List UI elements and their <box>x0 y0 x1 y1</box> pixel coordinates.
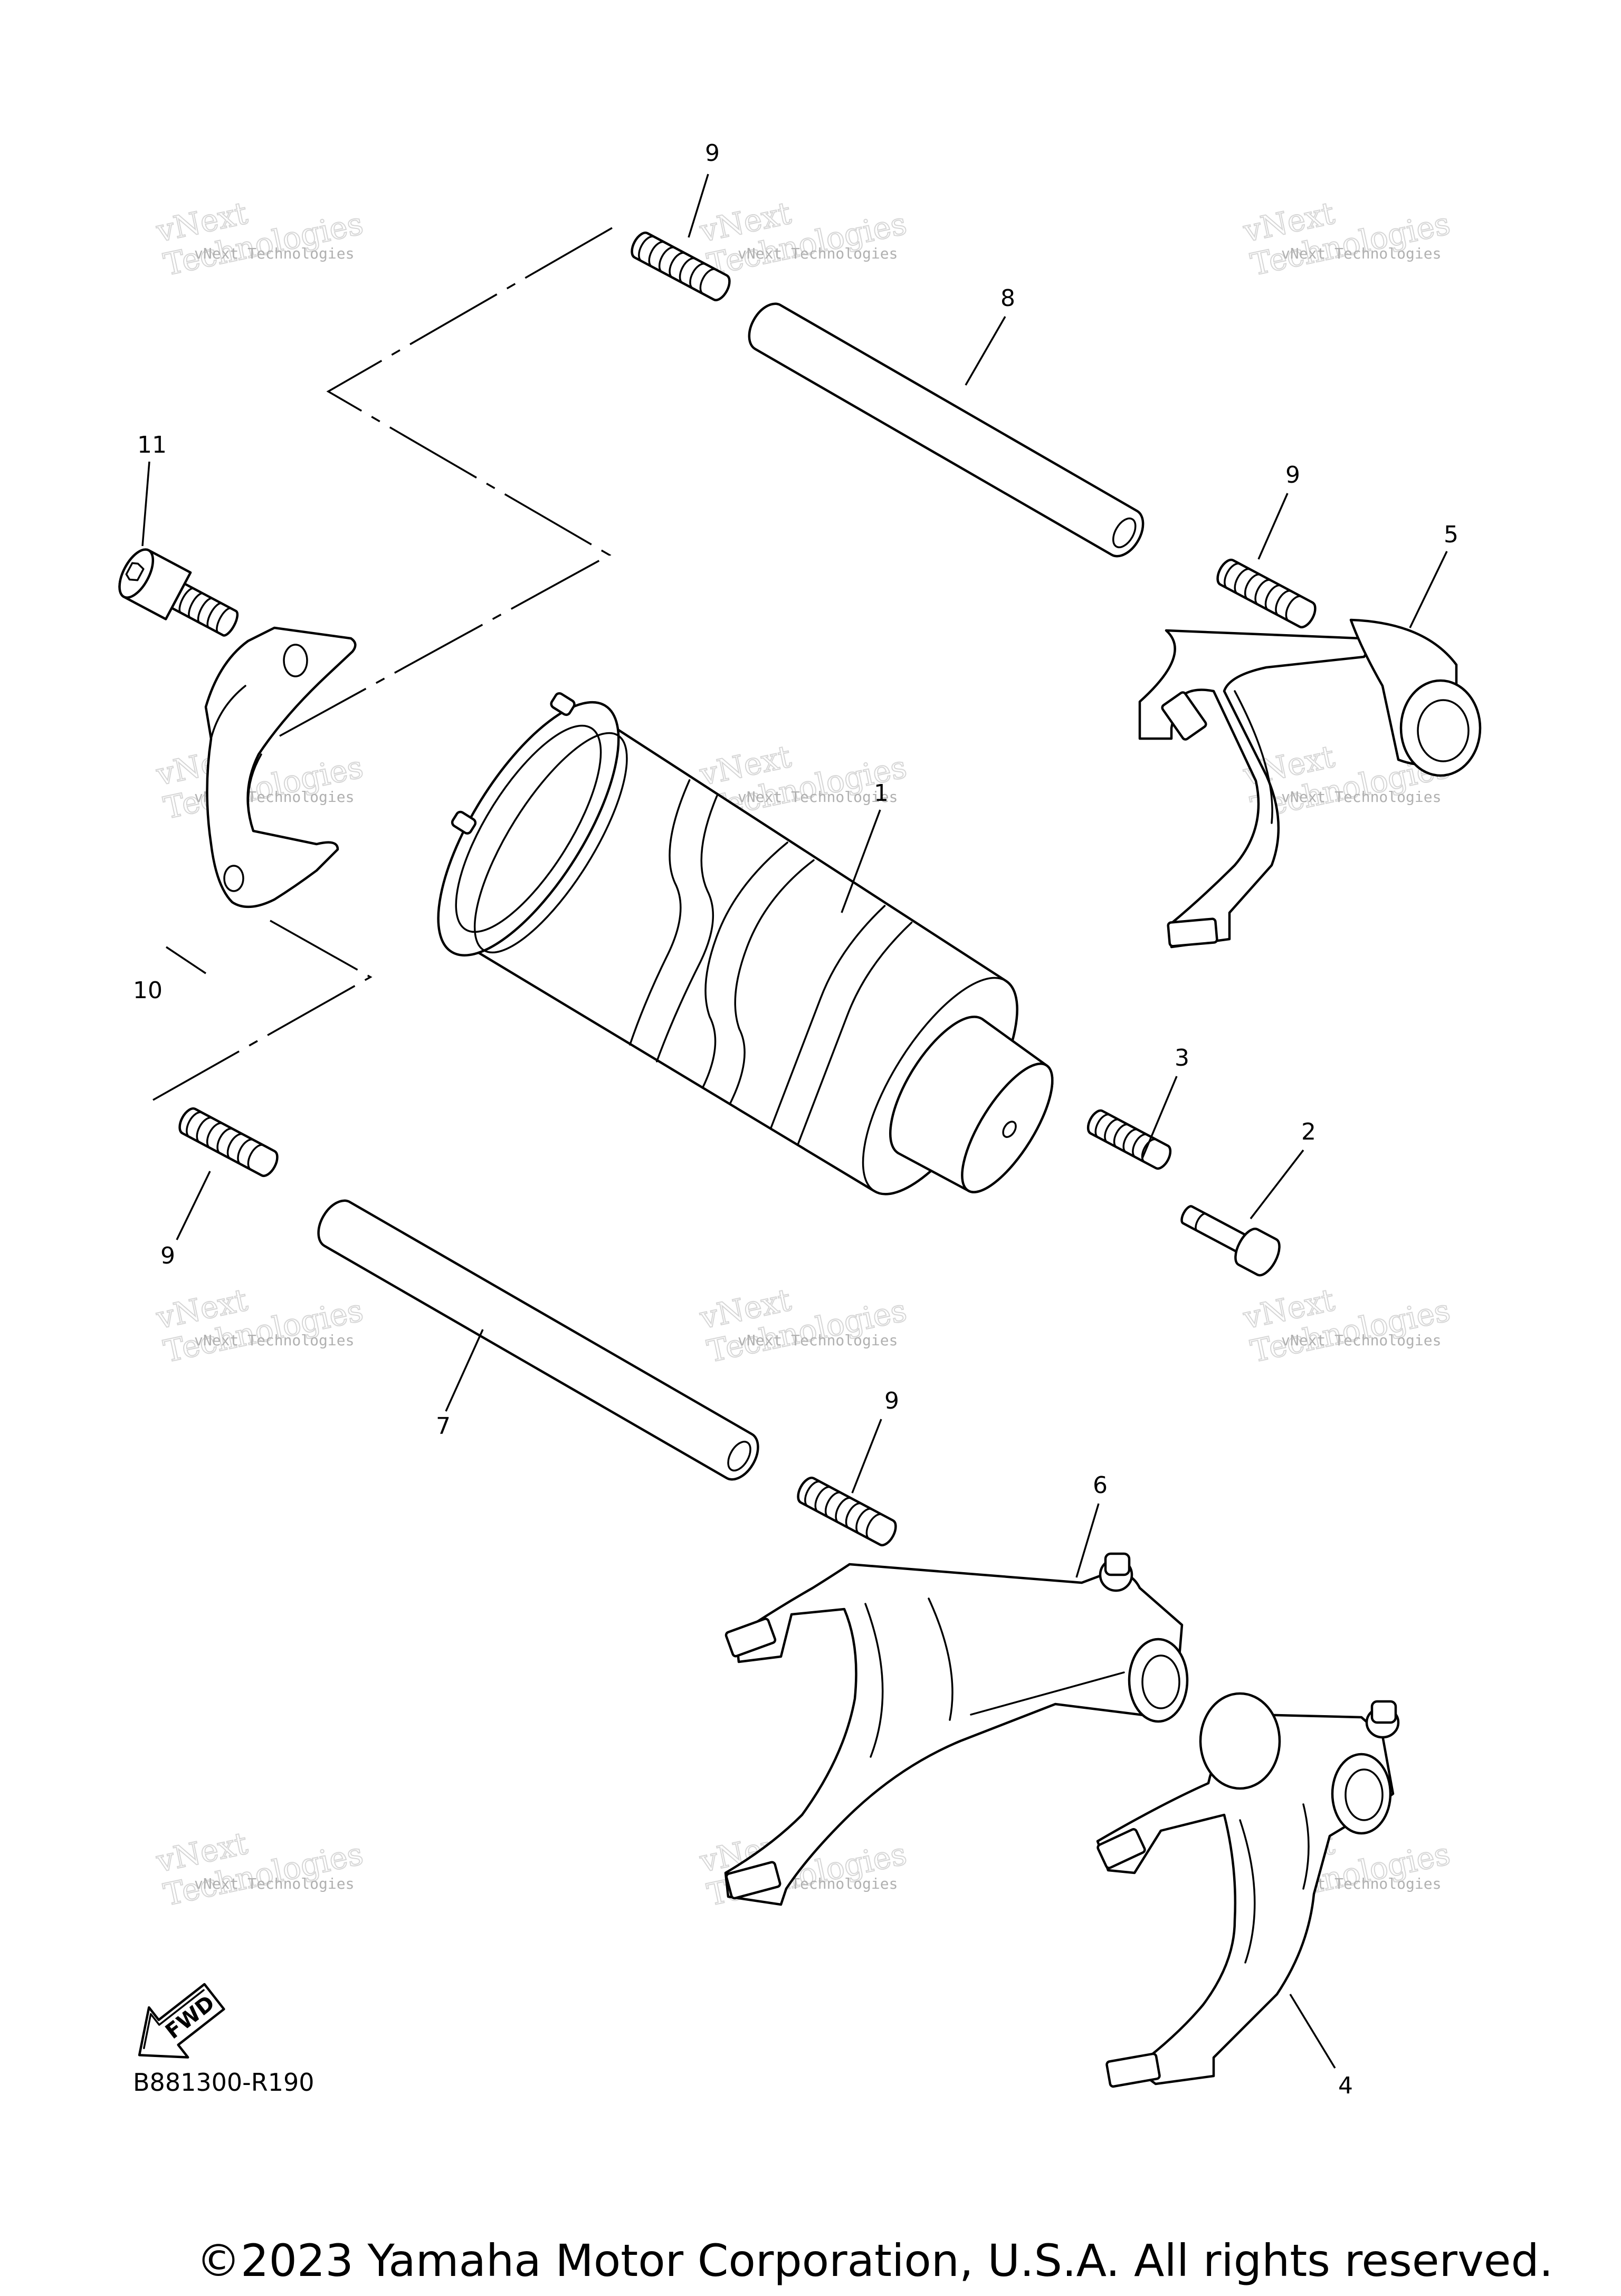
svg-text:vNext Technologies: vNext Technologies <box>738 1332 898 1349</box>
bolt <box>118 548 239 637</box>
callout-6: 6 <box>1093 1472 1108 1499</box>
callout-9-bottom: 9 <box>884 1388 899 1414</box>
callout-1: 1 <box>874 780 889 807</box>
callout-3: 3 <box>1175 1045 1189 1072</box>
callout-2: 2 <box>1301 1118 1316 1145</box>
assembly-lines <box>152 227 613 1101</box>
callout-11: 11 <box>137 432 167 458</box>
watermark: vNext Technologies vNext Technologies <box>152 194 367 283</box>
svg-text:vNext Technologies: vNext Technologies <box>738 788 898 806</box>
assembly-line-lower <box>152 920 373 1101</box>
spring-right <box>1216 558 1317 629</box>
svg-text:vNext Technologies: vNext Technologies <box>738 245 898 262</box>
diagram-reference-code: B881300-R190 <box>133 2068 314 2097</box>
watermark: vNext Technologies vNext Technologies <box>152 1824 367 1913</box>
shift-fork-4 <box>1096 1692 1400 2088</box>
callout-5: 5 <box>1444 521 1458 548</box>
svg-text:vNext Technologies: vNext Technologies <box>1281 788 1441 806</box>
callout-9-left: 9 <box>160 1242 175 1269</box>
svg-text:vNext Technologies: vNext Technologies <box>1281 245 1441 262</box>
copyright-notice: ©2023 Yamaha Motor Corporation, U.S.A. A… <box>196 2235 1553 2287</box>
leader-lines <box>141 174 1448 2069</box>
shift-fork-5 <box>1138 618 1482 949</box>
shift-drum <box>437 692 1054 1195</box>
shift-fork-6 <box>724 1552 1189 1906</box>
spring-bottom <box>797 1476 897 1547</box>
stopper-plate <box>204 626 357 908</box>
callout-9-right: 9 <box>1285 462 1300 489</box>
spring-left <box>178 1107 279 1178</box>
guide-bar-upper <box>748 302 1145 558</box>
watermark: vNext Technologies vNext Technologies <box>1239 1281 1454 1370</box>
callout-9-top: 9 <box>705 140 720 167</box>
watermark: vNext Technologies vNext Technologies <box>1239 194 1454 283</box>
svg-text:vNext Technologies: vNext Technologies <box>1281 1332 1441 1349</box>
watermark: vNext Technologies vNext Technologies <box>696 1281 910 1370</box>
spring-3 <box>1086 1109 1172 1170</box>
callout-8: 8 <box>1000 285 1015 312</box>
callout-4: 4 <box>1338 2072 1353 2099</box>
watermark: vNext Technologies vNext Technologies <box>696 194 910 283</box>
callout-10: 10 <box>133 977 163 1004</box>
watermark: vNext Technologies vNext Technologies <box>152 1281 367 1370</box>
assembly-line-upper <box>279 227 613 737</box>
svg-text:vNext Technologies: vNext Technologies <box>194 1875 354 1892</box>
svg-text:vNext Technologies: vNext Technologies <box>194 245 354 262</box>
drum-pin <box>1180 1205 1281 1277</box>
guide-bar-lower <box>317 1199 759 1481</box>
svg-text:vNext Technologies: vNext Technologies <box>194 1332 354 1349</box>
callout-7: 7 <box>436 1413 451 1440</box>
spring-top <box>631 231 731 302</box>
callouts: 9 8 9 5 11 1 10 3 2 9 7 9 6 4 <box>133 140 1458 2099</box>
forward-direction-arrow: FWD <box>138 1983 225 2059</box>
